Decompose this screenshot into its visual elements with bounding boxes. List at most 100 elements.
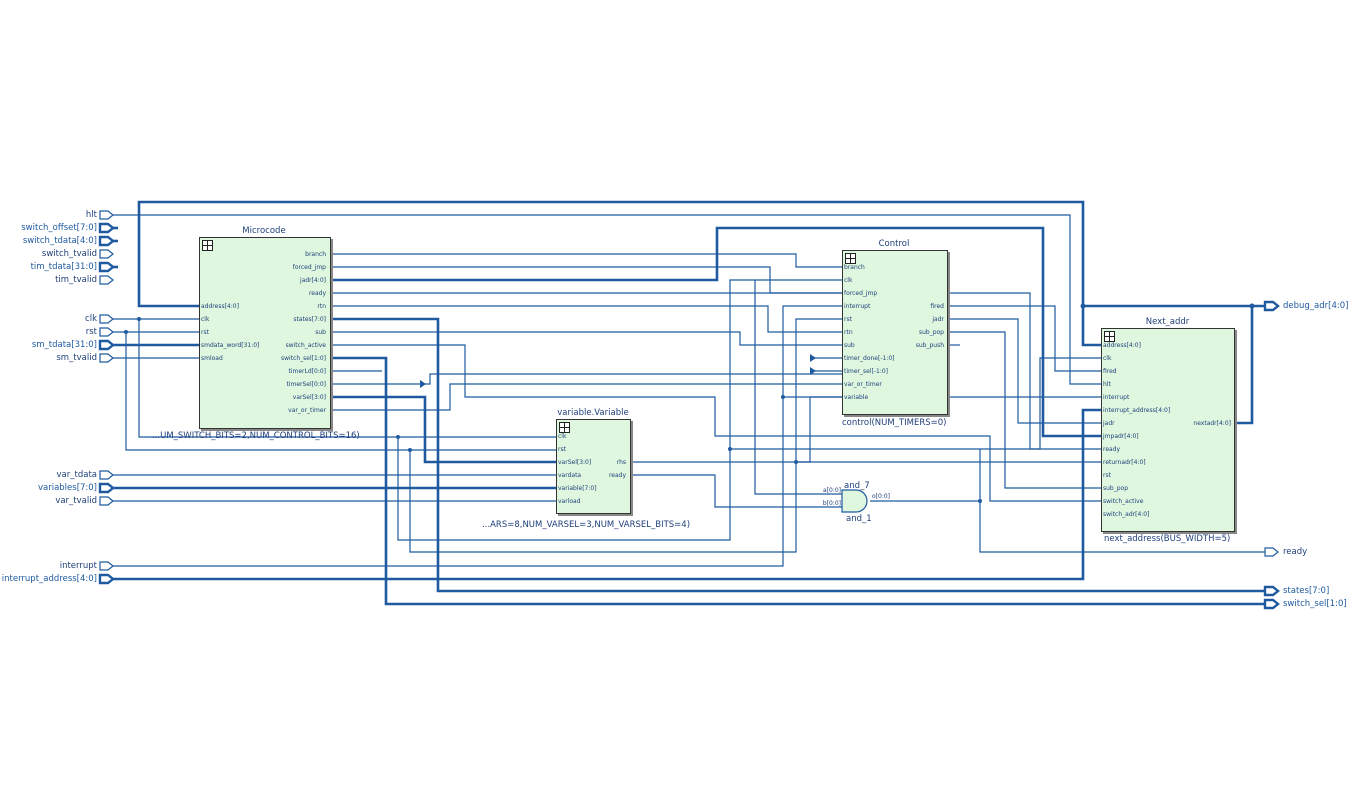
input-port-switch-offset-shape[interactable] — [98, 222, 115, 234]
next-addr-in-pin-address: address[4:0] — [1103, 342, 1141, 349]
input-port-switch-tdata-shape[interactable] — [98, 235, 115, 247]
input-port-hlt[interactable]: hlt — [85, 210, 97, 220]
microcode-out-pin-rtn: rtn — [317, 303, 326, 310]
variable-in-pin-varload: varload — [558, 498, 581, 505]
output-port-states[interactable]: states[7:0] — [1283, 586, 1330, 596]
next-addr-in-pin-clk: clk — [1103, 355, 1112, 362]
and-gate-pin-b: b[0:0] — [822, 500, 841, 507]
variable-in-pin-varsel: varSel[3:0] — [558, 459, 592, 466]
control-in-pin-var-or-timer: var_or_timer — [844, 381, 882, 388]
input-port-var-tdata-shape[interactable] — [99, 470, 114, 480]
microcode-in-pin-smdata-word: smdata_word[31:0] — [201, 342, 260, 349]
control-in-pin-timer-done: timer_done[-1:0] — [844, 355, 895, 362]
control-out-pin-sub-push: sub_push — [915, 342, 944, 349]
control-in-pin-sub: sub — [844, 342, 855, 349]
next-addr-out-pin-nextadr: nextadr[4:0] — [1193, 420, 1231, 427]
hierarchy-expand-icon[interactable] — [202, 240, 213, 251]
next-addr-in-pin-sub-pop: sub_pop — [1103, 485, 1129, 492]
output-port-states-shape[interactable] — [1263, 585, 1280, 597]
input-port-switch-tdata[interactable]: switch_tdata[4:0] — [22, 236, 97, 246]
microcode-block[interactable] — [199, 237, 331, 429]
microcode-out-pin-switch-active: switch_active — [285, 342, 326, 349]
output-port-debug-adr-shape[interactable] — [1263, 300, 1280, 312]
control-in-pin-rst: rst — [844, 316, 852, 323]
microcode-out-pin-switch-sel: switch_sel[1:0] — [281, 355, 326, 362]
next-addr-in-pin-interrupt-address: interrupt_address[4:0] — [1103, 407, 1171, 414]
input-port-interrupt[interactable]: interrupt — [59, 561, 97, 571]
and-gate-symbol[interactable] — [841, 489, 868, 513]
output-port-debug-adr[interactable]: debug_adr[4:0] — [1283, 301, 1349, 311]
control-out-pin-sub-pop: sub_pop — [918, 329, 944, 336]
hierarchy-expand-icon[interactable] — [1104, 331, 1115, 342]
and-gate-pin-a: a[0:0] — [822, 487, 841, 494]
input-port-sm-tvalid[interactable]: sm_tvalid — [56, 353, 97, 363]
variable-in-pin-clk: clk — [558, 433, 567, 440]
and-gate-name-bottom: and_1 — [846, 514, 872, 524]
microcode-in-pin-address: address[4:0] — [201, 303, 239, 310]
variable-params: ...ARS=8,NUM_VARSEL=3,NUM_VARSEL_BITS=4) — [482, 520, 691, 530]
input-port-switch-tvalid[interactable]: switch_tvalid — [41, 249, 97, 259]
input-port-sm-tdata-shape[interactable] — [98, 339, 115, 351]
next-addr-in-pin-switch-active: switch_active — [1103, 498, 1144, 505]
microcode-title: Microcode — [242, 226, 286, 236]
next-addr-in-pin-returnadr: returnadr[4:0] — [1103, 459, 1146, 466]
input-port-variables[interactable]: variables[7:0] — [37, 483, 97, 493]
variable-in-pin-variable: variable[7:0] — [558, 485, 597, 492]
variable-title: variable.Variable — [557, 408, 629, 418]
variable-out-pin-ready: ready — [608, 472, 626, 479]
input-port-rst[interactable]: rst — [85, 327, 97, 337]
input-port-sm-tvalid-shape[interactable] — [99, 353, 114, 363]
next-addr-in-pin-jadr: jadr — [1103, 420, 1115, 427]
hierarchy-expand-icon[interactable] — [559, 422, 570, 433]
input-port-tim-tdata[interactable]: tim_tdata[31:0] — [30, 262, 97, 272]
control-params: control(NUM_TIMERS=0) — [842, 418, 947, 428]
input-port-switch-offset[interactable]: switch_offset[7:0] — [21, 223, 97, 233]
input-port-interrupt-shape[interactable] — [99, 561, 114, 571]
input-port-clk[interactable]: clk — [85, 314, 97, 324]
output-port-ready[interactable]: ready — [1283, 547, 1308, 557]
hierarchy-expand-icon[interactable] — [845, 253, 856, 264]
variable-block[interactable] — [556, 419, 631, 514]
top-level-port-shapes — [98, 210, 1280, 610]
input-port-tim-tvalid[interactable]: tim_tvalid — [55, 275, 97, 285]
input-port-var-tvalid-shape[interactable] — [99, 496, 114, 506]
input-port-switch-tvalid-shape[interactable] — [99, 249, 114, 259]
timer-port-markers — [420, 354, 816, 388]
variable-in-pin-vardata: vardata — [558, 472, 582, 479]
control-in-pin-timer-sel: timer_sel[-1:0] — [844, 368, 889, 375]
input-port-var-tdata[interactable]: var_tdata — [56, 470, 97, 480]
junction-dots — [124, 303, 1255, 503]
microcode-out-pin-branch: branch — [305, 251, 326, 258]
input-port-clk-shape[interactable] — [99, 314, 114, 324]
next-addr-in-pin-jmpadr: jmpadr[4:0] — [1103, 433, 1139, 440]
input-port-var-tvalid[interactable]: var_tvalid — [55, 496, 97, 506]
microcode-out-pin-timerld: timerLd[0:0] — [288, 368, 326, 375]
input-port-tim-tdata-shape[interactable] — [98, 261, 115, 273]
next-addr-block[interactable] — [1101, 328, 1235, 532]
input-port-interrupt-address[interactable]: interrupt_address[4:0] — [1, 574, 97, 584]
microcode-in-pin-smload: smload — [201, 355, 223, 362]
input-port-interrupt-address-shape[interactable] — [98, 573, 115, 585]
output-port-switch-sel[interactable]: switch_sel[1:0] — [1283, 599, 1347, 609]
variable-out-pin-rhs: rhs — [616, 459, 626, 466]
output-port-switch-sel-shape[interactable] — [1263, 598, 1280, 610]
microcode-out-pin-ready: ready — [308, 290, 326, 297]
input-port-variables-shape[interactable] — [98, 482, 115, 494]
control-out-pin-fired: fired — [930, 303, 944, 310]
control-block[interactable] — [842, 250, 948, 415]
input-port-sm-tdata[interactable]: sm_tdata[31:0] — [31, 340, 97, 350]
control-out-pin-jadr: jadr — [932, 316, 944, 323]
output-port-ready-shape[interactable] — [1264, 547, 1279, 557]
microcode-out-pin-var-or-timer: var_or_timer — [288, 407, 326, 414]
next-addr-in-pin-fired: fired — [1103, 368, 1117, 375]
input-port-hlt-shape[interactable] — [99, 210, 114, 220]
microcode-out-pin-varsel: varSel[3:0] — [292, 394, 326, 401]
input-port-rst-shape[interactable] — [99, 327, 114, 337]
next-addr-in-pin-interrupt: interrupt — [1103, 394, 1130, 401]
bus-wires — [113, 200, 1265, 606]
microcode-out-pin-forced-jmp: forced_jmp — [292, 264, 326, 271]
input-port-tim-tvalid-shape[interactable] — [99, 275, 114, 285]
variable-in-pin-rst: rst — [558, 446, 566, 453]
